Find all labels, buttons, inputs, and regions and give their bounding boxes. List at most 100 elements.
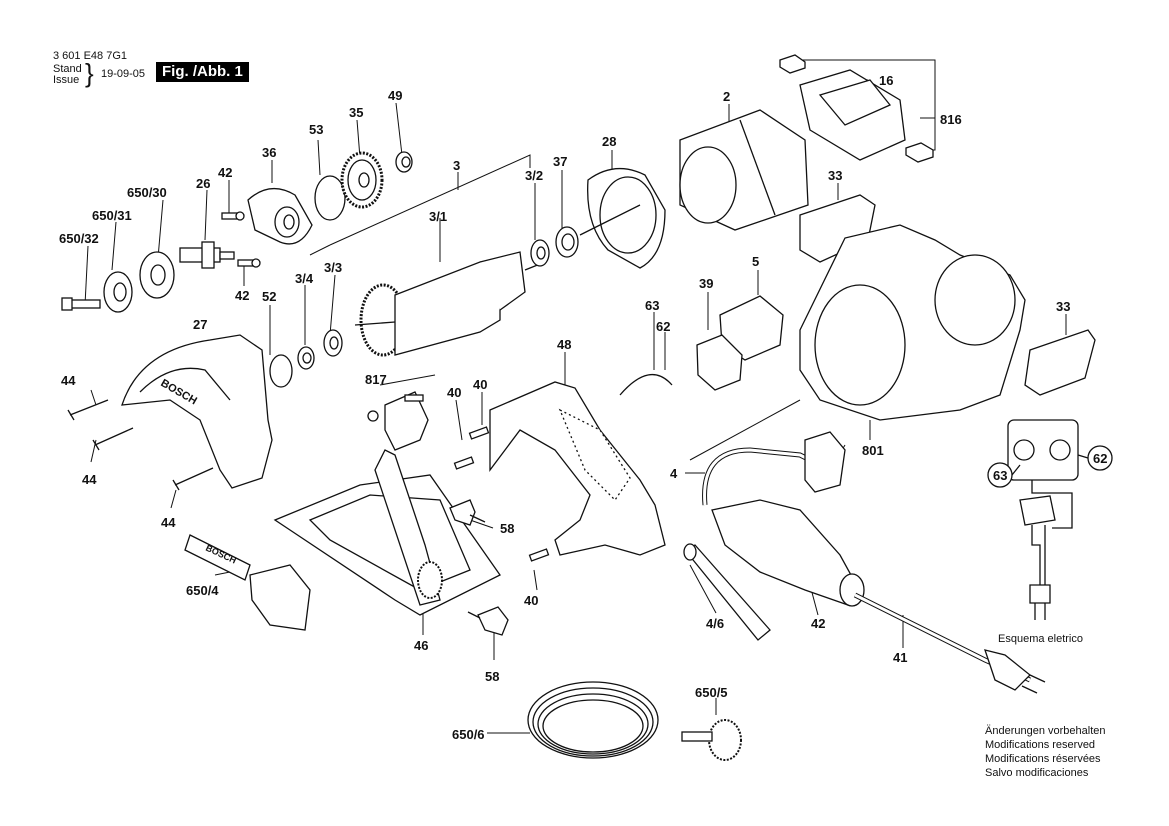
- callout-62: 62: [656, 319, 670, 334]
- callout-3-2: 3/2: [525, 168, 543, 183]
- screw-40c: [528, 548, 550, 562]
- leader-lines: [84, 59, 1067, 734]
- stand-label: Stand: [53, 63, 82, 75]
- issue-label: Issue: [53, 74, 80, 86]
- issue-date: 19-09-05: [101, 68, 146, 80]
- callout-48: 48: [557, 337, 571, 352]
- clamping-nut: [103, 271, 133, 313]
- o-ring-53: [314, 175, 346, 221]
- callout-58a: 58: [500, 521, 514, 536]
- callout-44b: 44: [82, 472, 97, 487]
- screw-44b: [92, 427, 134, 451]
- callout-27: 27: [193, 317, 207, 332]
- suction-hose: [527, 681, 659, 759]
- needle-bearing-3-4: [297, 346, 315, 370]
- connector-plug: [804, 431, 846, 493]
- callout-33b: 33: [1056, 299, 1070, 314]
- note-de: Änderungen vorbehalten: [985, 725, 1106, 737]
- o-ring-52: [269, 354, 293, 388]
- callout-817: 817: [365, 372, 387, 387]
- cable-4-inner: [703, 448, 831, 506]
- screw-42a: [221, 211, 245, 221]
- callout-2: 2: [723, 89, 730, 104]
- fan-baffle: [579, 168, 666, 269]
- callout-44c: 44: [161, 515, 176, 530]
- callout-49: 49: [388, 88, 402, 103]
- part-outlines: [61, 54, 1113, 761]
- callout-53: 53: [309, 122, 323, 137]
- armature: [354, 251, 546, 357]
- wing-knob-58b: [467, 606, 509, 636]
- callout-42b: 42: [235, 288, 249, 303]
- callout-33: 33: [828, 168, 842, 183]
- screw-650-32: [61, 297, 101, 311]
- callout-16: 16: [879, 73, 893, 88]
- callout-46: 46: [414, 638, 428, 653]
- callout-650-4: 650/4: [186, 583, 219, 598]
- callout-52: 52: [262, 289, 276, 304]
- callout-42a: 42: [218, 165, 232, 180]
- callout-28: 28: [602, 134, 616, 149]
- callout-650-5: 650/5: [695, 685, 728, 700]
- callout-39: 39: [699, 276, 713, 291]
- part-number: 3 601 E48 7G1: [53, 50, 128, 62]
- bearing-sleeve-37: [555, 226, 579, 258]
- gear-35: [340, 151, 384, 209]
- callout-44a: 44: [61, 373, 76, 388]
- callout-3-4: 3/4: [295, 271, 314, 286]
- field-coil: [679, 109, 809, 231]
- screw-44a: [67, 399, 109, 421]
- note-en: Modifications reserved: [985, 739, 1096, 751]
- flange-washer: [139, 251, 175, 299]
- bearing-flange: [247, 188, 313, 245]
- callout-63: 63: [645, 298, 659, 313]
- screw-42b: [237, 258, 261, 268]
- callout-35: 35: [349, 105, 363, 120]
- callout-3-3: 3/3: [324, 260, 342, 275]
- suction-adapter: [683, 543, 771, 641]
- housing-cover-33b: [1024, 329, 1096, 396]
- callout-5: 5: [752, 254, 759, 269]
- callout-3: 3: [453, 158, 460, 173]
- callout-36: 36: [262, 145, 276, 160]
- switch-39: [696, 334, 743, 391]
- ball-bearing-3-2: [530, 239, 550, 267]
- callout-40b: 40: [473, 377, 487, 392]
- screw-40b: [468, 426, 490, 440]
- callout-3-1: 3/1: [429, 209, 447, 224]
- ball-bearing-3-3: [323, 329, 343, 357]
- note-fr: Modifications réservées: [985, 753, 1101, 765]
- callout-40c: 40: [524, 593, 538, 608]
- carbon-brush-a: [779, 54, 806, 74]
- clamp-lever: [367, 391, 429, 451]
- brush-holder: [799, 69, 906, 161]
- screw-40a: [453, 456, 475, 470]
- callout-41: 41: [893, 650, 907, 665]
- callout-labels: 2 3 3/1 3/2 3/3 3/4 4 4/6 5 16 26 27 28 …: [59, 73, 1107, 742]
- blade-guard: [121, 334, 273, 489]
- handle-housing: [489, 381, 666, 556]
- parallel-guide: [184, 534, 311, 631]
- callout-26: 26: [196, 176, 210, 191]
- callout-650-31: 650/31: [92, 208, 132, 223]
- clamp-knob: [681, 719, 742, 761]
- wing-knob-58a: [449, 499, 486, 526]
- callout-58b: 58: [485, 669, 499, 684]
- callout-4: 4: [670, 466, 678, 481]
- callout-4-6: 4/6: [706, 616, 724, 631]
- needle-bearing: [395, 151, 413, 173]
- callout-63-schematic: 63: [993, 468, 1007, 483]
- callout-650-30: 650/30: [127, 185, 167, 200]
- callout-650-6: 650/6: [452, 727, 485, 742]
- callout-42c: 42: [811, 616, 825, 631]
- callout-801: 801: [862, 443, 884, 458]
- schematic-caption: Esquema eletrico: [998, 633, 1083, 645]
- wiring-schematic: [987, 419, 1113, 620]
- figure-badge: Fig. /Abb. 1: [156, 62, 249, 82]
- callout-62-schematic: 62: [1093, 451, 1107, 466]
- mains-plug: [984, 649, 1046, 694]
- callout-37: 37: [553, 154, 567, 169]
- note-es: Salvo modificaciones: [985, 767, 1089, 779]
- callout-650-32: 650/32: [59, 231, 99, 246]
